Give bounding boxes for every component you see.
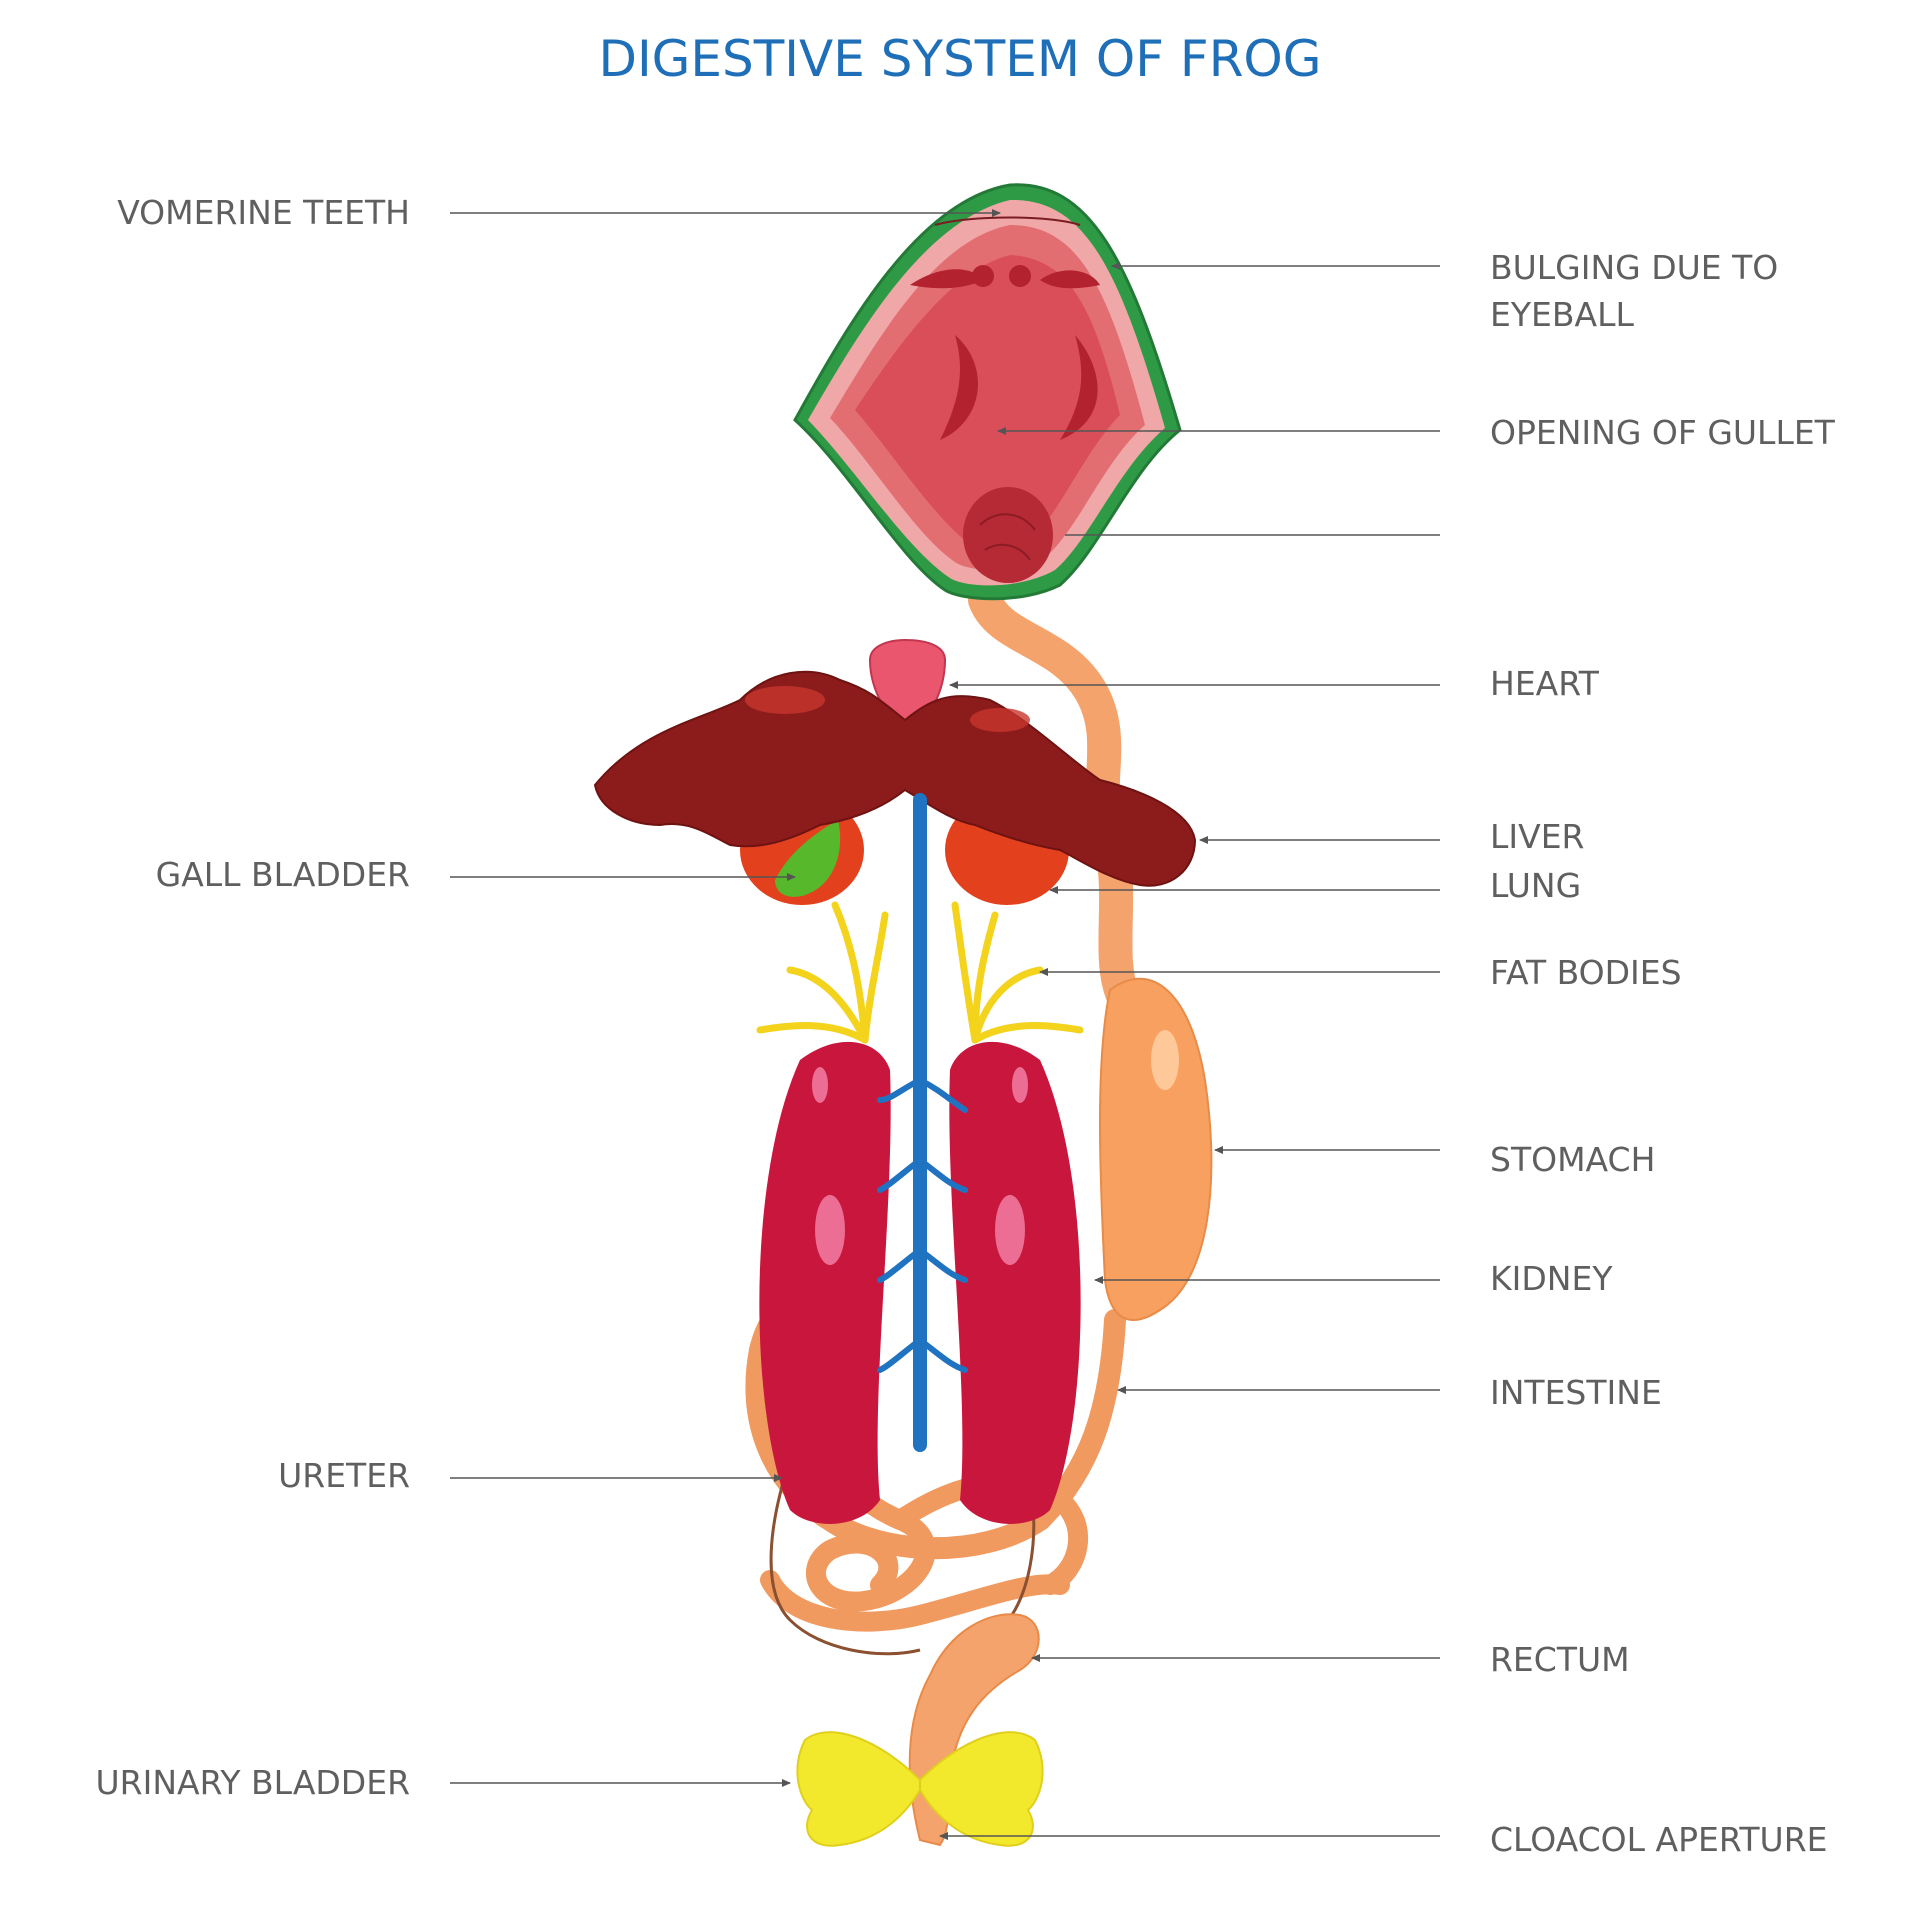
label-heart: HEART: [1490, 664, 1599, 703]
ureter-left: [769, 1459, 921, 1656]
diagram-title: DIGESTIVE SYSTEM OF FROG: [598, 30, 1322, 88]
label-ureter: URETER: [278, 1456, 410, 1495]
liver: [593, 670, 1197, 887]
label-lung: LUNG: [1490, 866, 1582, 905]
label-urinary-bladder: URINARY BLADDER: [95, 1763, 411, 1802]
label-cloacal-aperture: CLOACOL APERTURE: [1490, 1820, 1828, 1859]
fat-bodies: [756, 901, 1084, 1044]
label-opening-of-gullet: OPENING OF GULLET: [1490, 413, 1835, 452]
label-kidney: KIDNEY: [1490, 1259, 1613, 1298]
label-rectum: RECTUM: [1490, 1640, 1630, 1679]
label-stomach: STOMACH: [1490, 1140, 1656, 1179]
label-bulging-line1: BULGING DUE TO: [1490, 248, 1779, 287]
kidneys: [759, 1041, 1081, 1524]
label-intestine: INTESTINE: [1490, 1373, 1662, 1412]
label-liver: LIVER: [1490, 817, 1585, 856]
frog-mouth: [793, 183, 1182, 601]
label-bulging-line2: EYEBALL: [1490, 295, 1634, 334]
urinary-bladder: [796, 1731, 1044, 1847]
stomach: [1099, 977, 1213, 1321]
label-fat-bodies: FAT BODIES: [1490, 953, 1682, 992]
label-vomerine-teeth: VOMERINE TEETH: [117, 193, 410, 232]
vomerine-teeth: [934, 216, 1081, 226]
label-gall-bladder: GALL BLADDER: [155, 855, 410, 894]
blood-vessel: [877, 793, 968, 1452]
gullet: [968, 583, 1142, 1017]
